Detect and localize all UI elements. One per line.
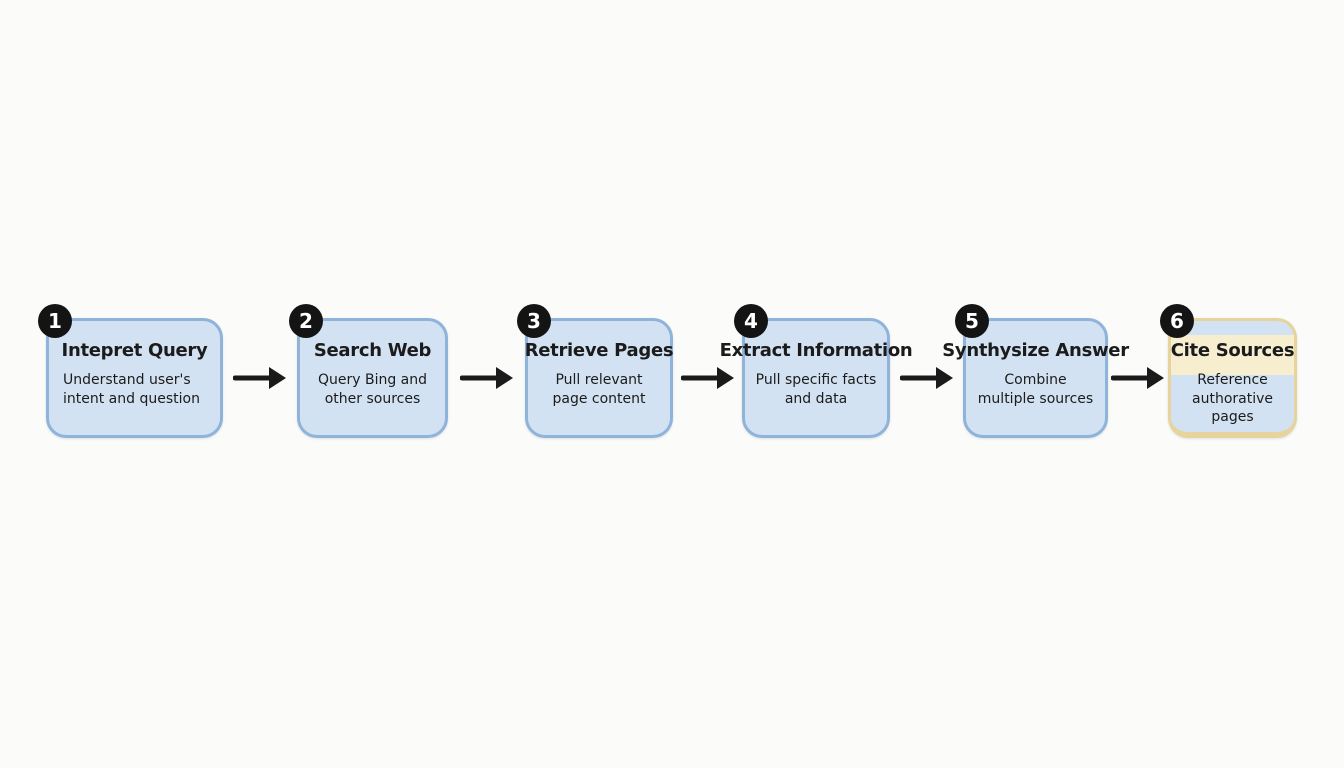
- step-box: Retrieve Pages Pull relevant page conten…: [524, 318, 674, 438]
- step-description: Query Bing and other sources: [317, 372, 428, 407]
- step-retrieve-pages: 3 Retrieve Pages Pull relevant page cont…: [517, 304, 674, 438]
- step-number-badge: 6: [1160, 304, 1194, 338]
- step-title: Cite Sources: [1170, 340, 1295, 361]
- step-box: Intepret Query Understand user's intent …: [46, 318, 223, 438]
- step-number-badge: 1: [38, 304, 72, 338]
- step-description: Combine multiple sources: [977, 372, 1094, 407]
- step-number-badge: 2: [289, 304, 323, 338]
- step-title: Search Web: [313, 340, 432, 361]
- step-number-badge: 4: [734, 304, 768, 338]
- right-arrow-icon: [680, 367, 734, 389]
- step-number-badge: 5: [955, 304, 989, 338]
- step-box-highlighted: Cite Sources Reference authorative pages: [1168, 318, 1297, 438]
- step-interpret-query: 1 Intepret Query Understand user's inten…: [38, 304, 223, 438]
- step-description: Pull specific facts and data: [755, 372, 877, 407]
- step-number-badge: 3: [517, 304, 551, 338]
- flow-connector: [890, 318, 963, 438]
- workflow-diagram: 1 Intepret Query Understand user's inten…: [38, 304, 1297, 438]
- step-box: Synthysize Answer Combine multiple sourc…: [942, 318, 1129, 438]
- step-title: Intepret Query: [61, 340, 208, 361]
- step-title: Synthysize Answer: [942, 340, 1129, 361]
- step-search-web: 2 Search Web Query Bing and other source…: [289, 304, 448, 438]
- step-description: Understand user's intent and question: [63, 372, 200, 407]
- step-description: Reference authorative pages: [1192, 372, 1273, 425]
- step-title: Retrieve Pages: [524, 340, 674, 361]
- right-arrow-icon: [459, 367, 513, 389]
- step-box: Extract Information Pull specific facts …: [720, 318, 913, 438]
- flow-connector: [448, 318, 525, 438]
- step-synthesize-answer: 5 Synthysize Answer Combine multiple sou…: [942, 304, 1129, 438]
- right-arrow-icon: [899, 367, 953, 389]
- flow-connector: [673, 318, 742, 438]
- right-arrow-icon: [1111, 367, 1164, 389]
- flow-connector: [1108, 318, 1168, 438]
- flow-connector: [223, 318, 297, 438]
- step-description: Pull relevant page content: [552, 372, 646, 407]
- step-title: Extract Information: [719, 340, 913, 361]
- step-box: Search Web Query Bing and other sources: [297, 318, 448, 438]
- step-extract-information: 4 Extract Information Pull specific fact…: [720, 304, 913, 438]
- right-arrow-icon: [233, 367, 286, 389]
- step-cite-sources: 6 Cite Sources Reference authorative pag…: [1160, 304, 1297, 438]
